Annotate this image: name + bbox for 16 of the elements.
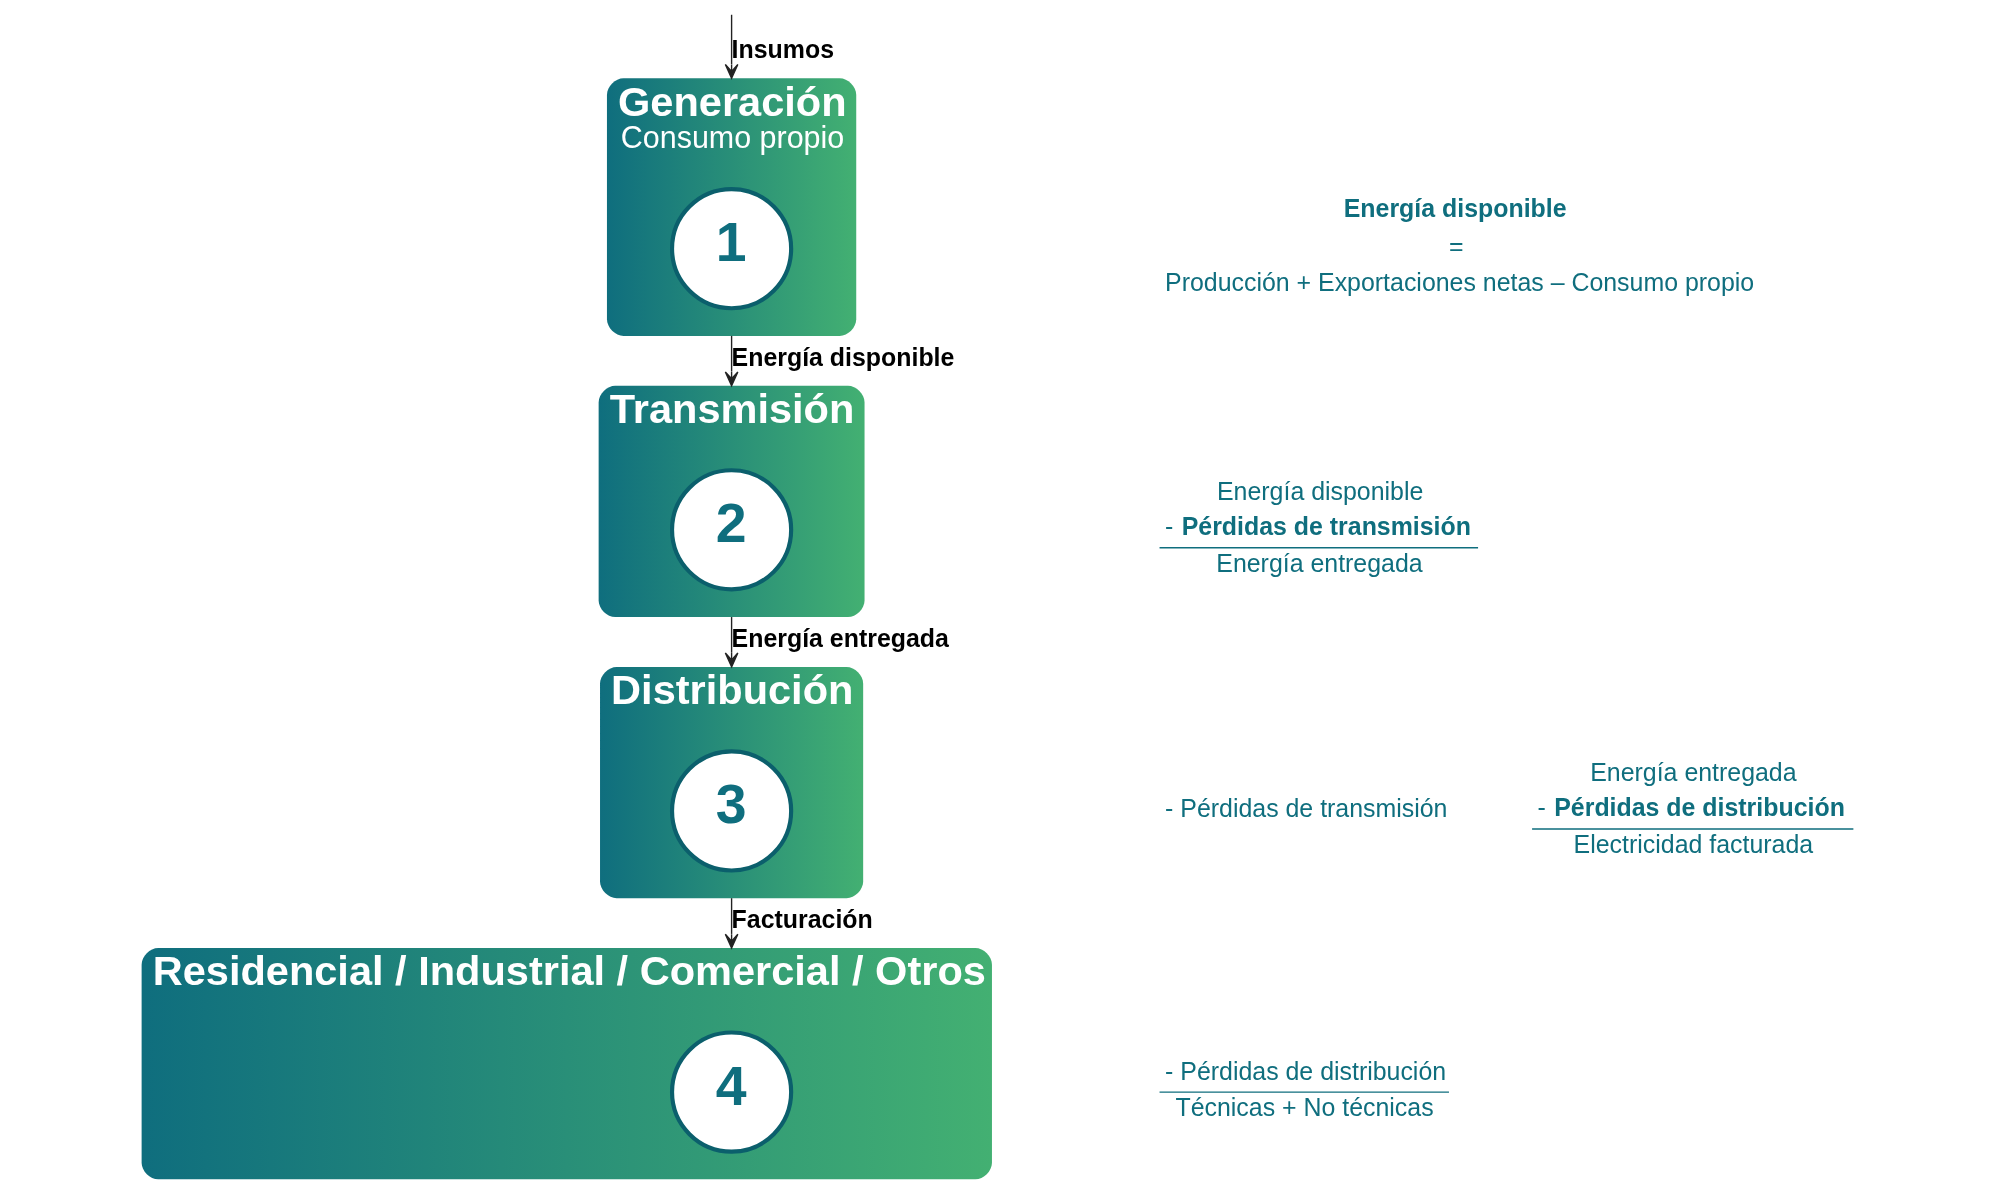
label: - Pérdidas de transmisión (1165, 794, 1448, 823)
label: Producción + Exportaciones netas – Consumo propio (1165, 267, 1755, 296)
edge-label: Energía entregada (731, 623, 949, 652)
label: - Pérdidas de distribución (1537, 792, 1845, 821)
label: Energía entregada (1590, 758, 1797, 787)
label: Energía disponible (1217, 476, 1424, 505)
label: - Pérdidas de distribución (1165, 1057, 1447, 1086)
edge-label: Insumos (731, 35, 835, 64)
edge-label: Facturación (731, 904, 873, 933)
label: - Pérdidas de transmisión (1165, 511, 1471, 540)
edge-label: Energía disponible (731, 342, 955, 371)
label: = (1448, 231, 1464, 260)
label: Técnicas + No técnicas (1175, 1093, 1434, 1122)
label: Energía disponible (1343, 194, 1567, 223)
label: Electricidad facturada (1573, 830, 1814, 859)
label: Energía entregada (1216, 548, 1423, 577)
